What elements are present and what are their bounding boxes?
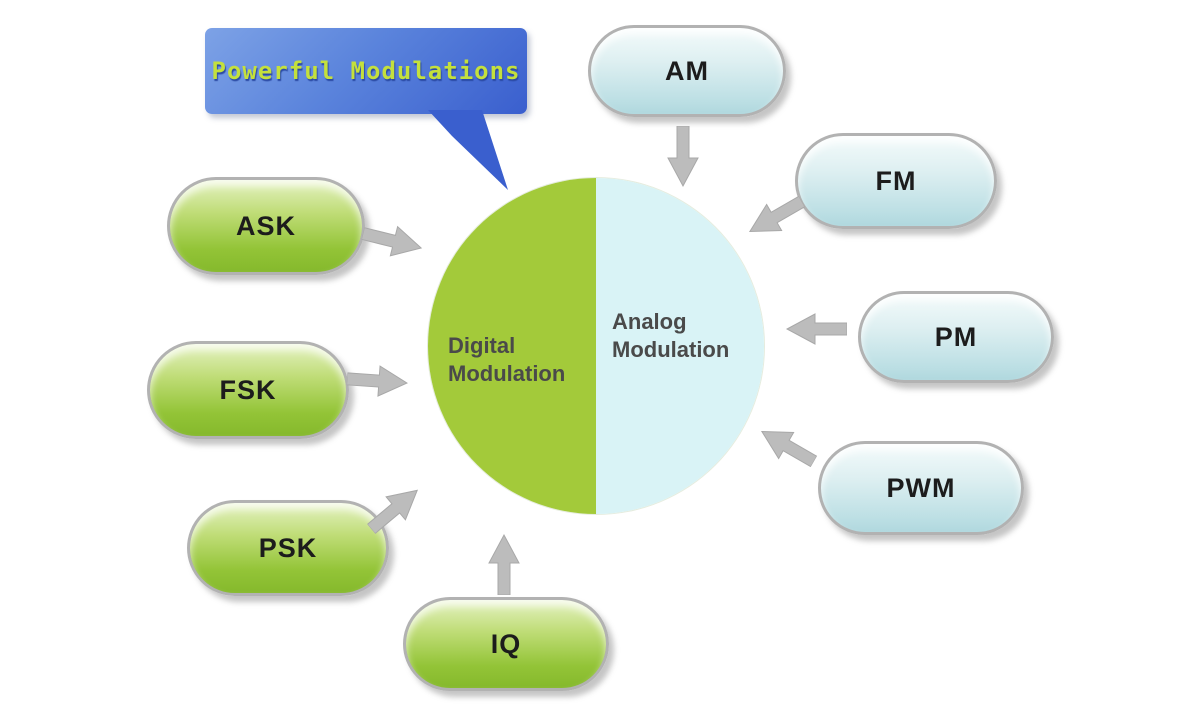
arrow-ask-icon <box>358 215 427 267</box>
callout-title: Powerful Modulations <box>211 57 521 85</box>
pill-fm: FM <box>795 133 997 229</box>
pill-fsk: FSK <box>147 341 349 439</box>
pill-fsk-label: FSK <box>219 374 277 405</box>
pill-fm-label: FM <box>875 165 917 196</box>
digital-half-label: Digital Modulation <box>448 333 566 386</box>
arrow-psk-icon <box>359 475 431 544</box>
pill-pm-label: PM <box>934 321 978 352</box>
callout-tail <box>428 110 508 190</box>
pill-ask-label: ASK <box>235 210 296 241</box>
arrow-am-icon <box>664 126 702 188</box>
modulation-circle <box>428 178 764 514</box>
pill-psk-label: PSK <box>258 532 318 563</box>
arrow-iq-icon <box>485 533 523 595</box>
pill-ask: ASK <box>167 177 365 275</box>
pill-am-label: AM <box>665 55 709 86</box>
pill-iq: IQ <box>403 597 609 691</box>
analog-half-label: Analog Modulation <box>612 309 730 362</box>
arrow-fm-icon <box>739 185 812 249</box>
pill-am: AM <box>588 25 786 117</box>
pill-pwm-label: PWM <box>886 472 956 503</box>
pill-iq-label: IQ <box>490 628 522 659</box>
arrow-fsk-icon <box>346 360 410 402</box>
pill-psk: PSK <box>187 500 389 596</box>
pill-pwm: PWM <box>818 441 1024 535</box>
callout-bubble: Powerful Modulations <box>205 28 527 114</box>
pill-pm: PM <box>858 291 1054 383</box>
arrow-pwm-icon <box>751 414 824 478</box>
arrow-pm-icon <box>785 310 847 348</box>
